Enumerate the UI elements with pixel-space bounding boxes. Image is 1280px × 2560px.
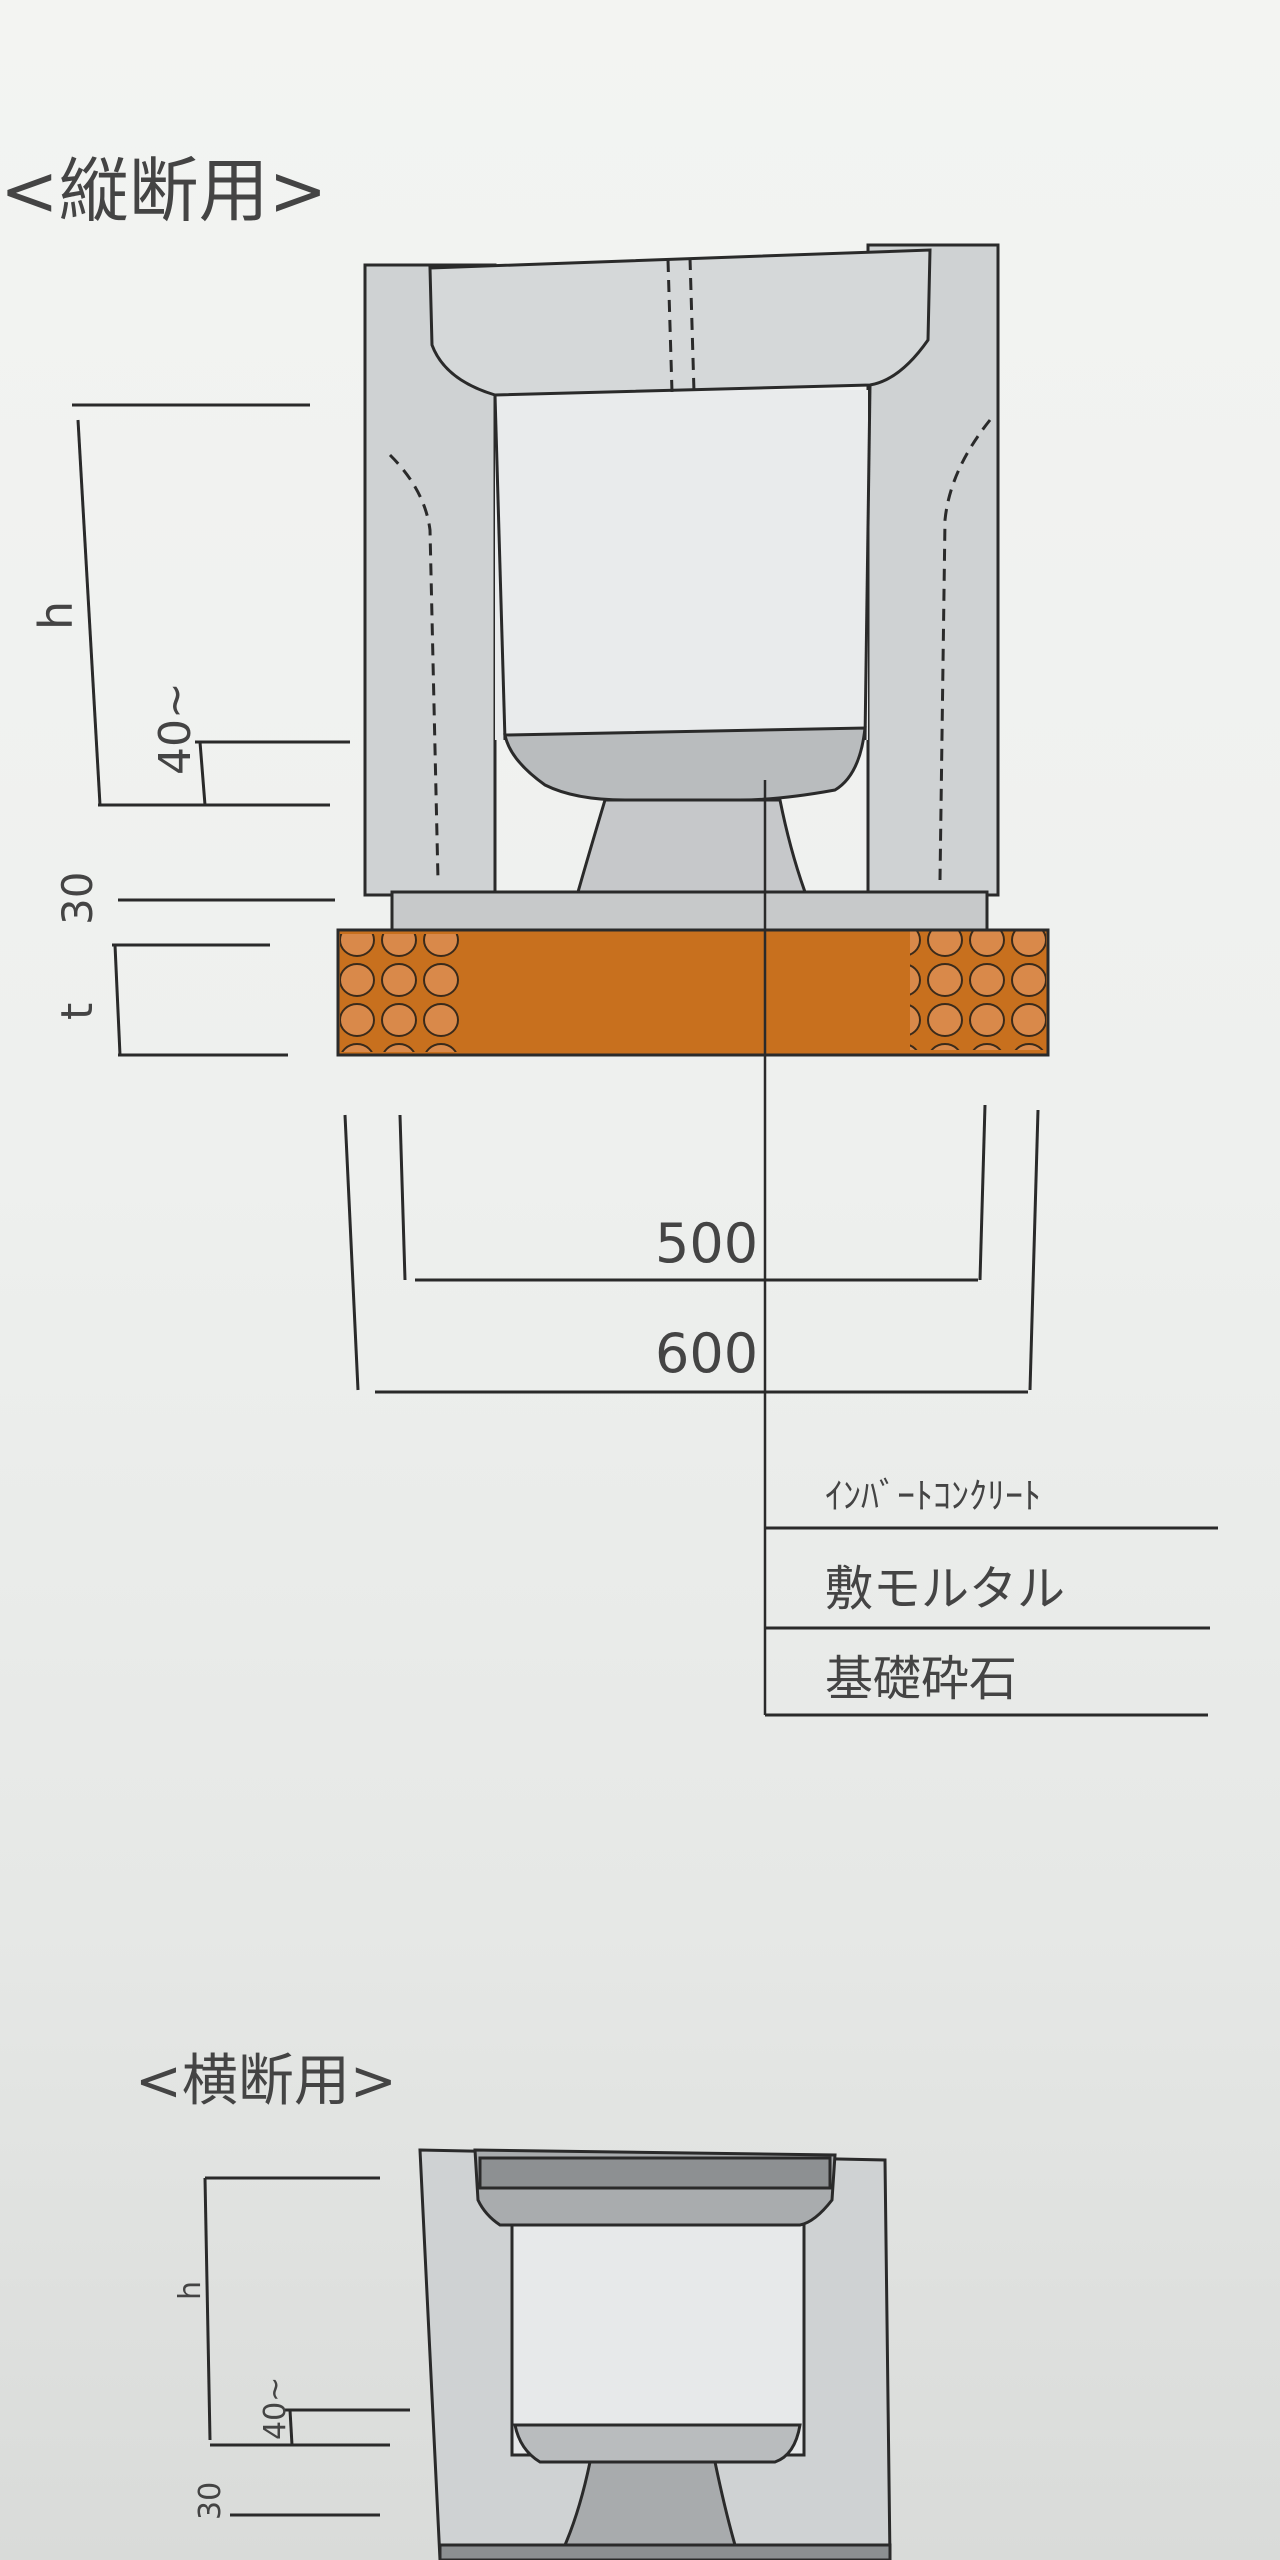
transverse-dimension-mortar: 30 xyxy=(193,2482,228,2520)
dimension-invert-min: 40~ xyxy=(150,682,201,775)
dimension-mortar: 30 xyxy=(53,872,102,925)
dimension-inner-width: 500 xyxy=(655,1212,758,1275)
legend-invert-concrete: ｲﾝﾊﾞｰﾄｺﾝｸﾘｰﾄ xyxy=(825,1476,1041,1517)
rim-joint-right xyxy=(688,257,696,393)
transverse-rim-band xyxy=(478,2156,832,2190)
invert-concrete xyxy=(503,726,867,802)
transverse-inner-basin xyxy=(510,2188,806,2457)
legend-gravel: 基礎砕石 xyxy=(825,1651,1017,1707)
transverse-dimension-h: h xyxy=(173,2281,208,2300)
mortar-layer xyxy=(390,890,989,932)
inner-edge-left xyxy=(493,394,507,741)
section-title-transverse: <横断用> xyxy=(135,2049,397,2114)
inner-basin xyxy=(495,390,868,740)
left-dimensions xyxy=(72,403,350,1057)
dimension-outer-width: 600 xyxy=(655,1322,758,1385)
gravel-stones-right xyxy=(910,930,1046,1050)
transverse-section xyxy=(418,2148,892,2560)
transverse-invert xyxy=(513,2423,802,2464)
hidden-line-right xyxy=(938,419,992,881)
dimension-t: t xyxy=(52,1003,103,1020)
transverse-dimension-invert-min: 40~ xyxy=(258,2377,293,2440)
transverse-mortar-layer xyxy=(438,2543,892,2560)
invert-neck xyxy=(576,798,808,894)
dimension-h: h xyxy=(29,601,83,630)
gravel-stones-left xyxy=(340,934,465,1052)
inner-edge-right xyxy=(863,384,872,741)
legend-table xyxy=(765,1526,1218,1717)
rim-joint-left xyxy=(666,259,674,393)
transverse-dimensions xyxy=(203,2176,410,2517)
transverse-neck xyxy=(562,2460,737,2547)
hidden-line-left xyxy=(388,453,440,881)
top-rim xyxy=(428,248,932,397)
section-title-longitudinal: <縦断用> xyxy=(0,150,327,232)
legend-mortar: 敷モルタル xyxy=(825,1561,1065,1617)
longitudinal-section xyxy=(336,243,1050,1715)
width-dimensions xyxy=(343,1104,1040,1394)
